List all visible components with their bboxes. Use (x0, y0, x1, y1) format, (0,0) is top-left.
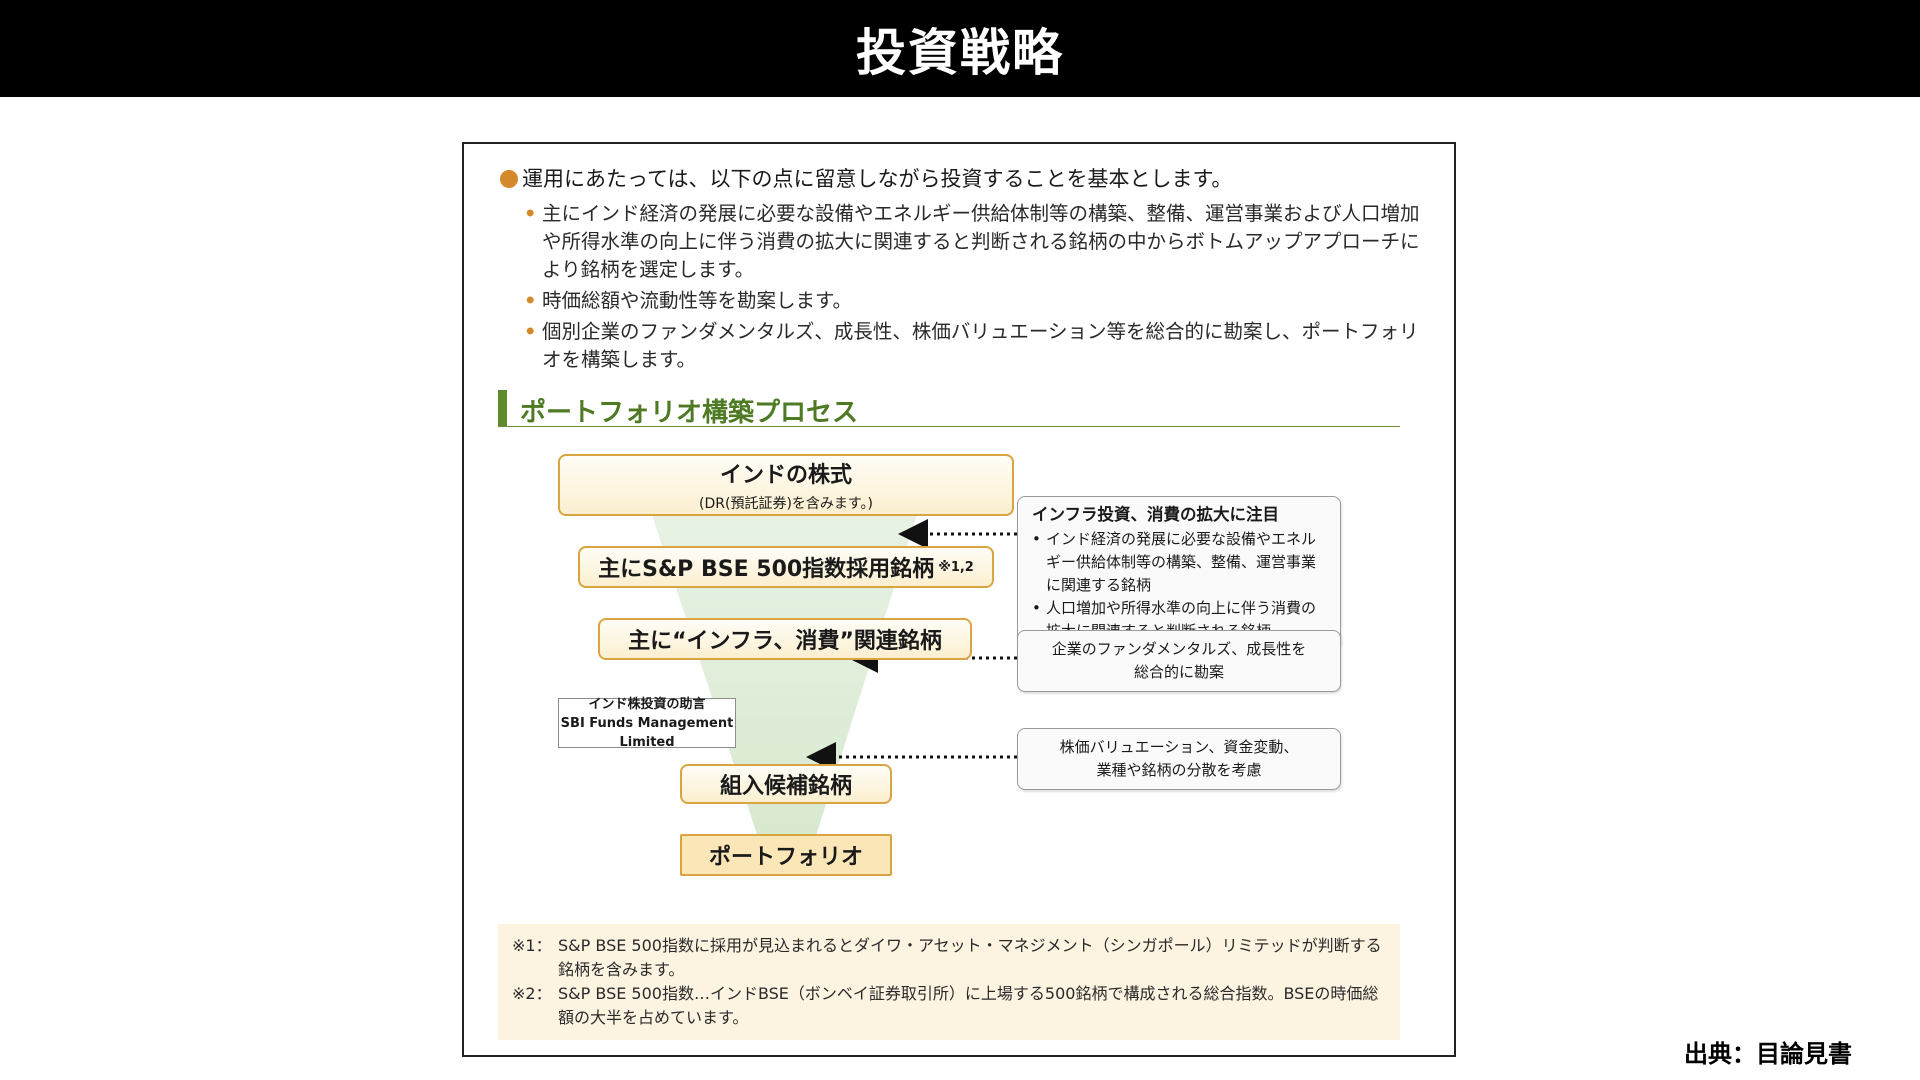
step-subtitle: (DR(預託証券)を含みます。) (699, 496, 873, 512)
bullet-icon: • (524, 202, 537, 225)
footnote-text: S&P BSE 500指数…インドBSE（ボンベイ証券取引所）に上場する500銘… (558, 984, 1379, 1027)
section-marker-icon (498, 390, 507, 426)
footnote-row: ※1： S&P BSE 500指数に採用が見込まれるとダイワ・アセット・マネジメ… (512, 934, 1386, 982)
criteria-line: 企業のファンダメンタルズ、成長性を (1051, 640, 1307, 658)
section-heading: ポートフォリオ構築プロセス (498, 390, 1400, 428)
criteria-box-fundamentals: 企業のファンダメンタルズ、成長性を 総合的に勘案 (1017, 630, 1341, 692)
strategy-bullet-list: •主にインド経済の発展に必要な設備やエネルギー供給体制等の構築、整備、運営事業お… (524, 200, 1422, 377)
criteria-line: 総合的に勘案 (1133, 663, 1224, 681)
title-bar: 投資戦略 (0, 0, 1920, 97)
footnote-row: ※2： S&P BSE 500指数…インドBSE（ボンベイ証券取引所）に上場する… (512, 982, 1386, 1030)
step-infra-consumption: 主に“インフラ、消費”関連銘柄 (598, 618, 972, 660)
criteria-line: 業種や銘柄の分散を考慮 (1096, 761, 1262, 779)
section-title: ポートフォリオ構築プロセス (520, 398, 859, 428)
footnote-text: S&P BSE 500指数に採用が見込まれるとダイワ・アセット・マネジメント（シ… (558, 936, 1382, 979)
criteria-box-valuation: 株価バリュエーション、資金変動、 業種や銘柄の分散を考慮 (1017, 728, 1341, 790)
portfolio-process-diagram: インドの株式 (DR(預託証券)を含みます。) 主にS&P BSE 500指数採… (464, 434, 1458, 894)
funnel-shape (632, 454, 936, 874)
step-candidates: 組入候補銘柄 (680, 764, 892, 804)
footnote-mark: ※1： (512, 936, 552, 955)
criteria-box-infra: インフラ投資、消費の拡大に注目 インド経済の発展に必要な設備やエネルギー供給体制… (1017, 496, 1341, 650)
step-title: 主にS&P BSE 500指数採用銘柄 (598, 557, 935, 582)
list-item: •個別企業のファンダメンタルズ、成長性、株価バリュエーション等を総合的に勘案し、… (524, 318, 1422, 374)
footnotes: ※1： S&P BSE 500指数に採用が見込まれるとダイワ・アセット・マネジメ… (498, 924, 1400, 1040)
criteria-list: インド経済の発展に必要な設備やエネルギー供給体制等の構築、整備、運営事業に関連す… (1032, 528, 1326, 643)
criteria-title: インフラ投資、消費の拡大に注目 (1032, 505, 1280, 524)
footnote-mark: ※1,2 (938, 559, 974, 575)
footnote-mark: ※2： (512, 984, 552, 1003)
page-title: 投資戦略 (856, 23, 1064, 82)
lead-text: 運用にあたっては、以下の点に留意しながら投資することを基本とします。 (522, 167, 1233, 191)
step-title: 組入候補銘柄 (719, 774, 852, 799)
step-portfolio: ポートフォリオ (680, 834, 892, 876)
document-panel: 運用にあたっては、以下の点に留意しながら投資することを基本とします。 •主にイン… (462, 142, 1456, 1057)
step-title: ポートフォリオ (708, 845, 863, 870)
step-title: インドの株式 (719, 463, 852, 488)
advisor-name: SBI Funds Management Limited (560, 715, 734, 750)
bullet-text: 時価総額や流動性等を勘案します。 (542, 289, 853, 312)
advisor-label: インド株投資の助言 (588, 696, 706, 712)
bullet-text: 個別企業のファンダメンタルズ、成長性、株価バリュエーション等を総合的に勘案し、ポ… (542, 320, 1419, 371)
step-bse500-constituents: 主にS&P BSE 500指数採用銘柄※1,2 (578, 546, 994, 588)
list-item: インド経済の発展に必要な設備やエネルギー供給体制等の構築、整備、運営事業に関連す… (1032, 528, 1326, 597)
step-indian-equities: インドの株式 (DR(預託証券)を含みます。) (558, 454, 1014, 516)
criteria-line: 株価バリュエーション、資金変動、 (1059, 738, 1299, 756)
step-title: 主に“インフラ、消費”関連銘柄 (628, 629, 942, 654)
orange-dot-icon (500, 170, 518, 188)
list-item: •時価総額や流動性等を勘案します。 (524, 287, 1422, 315)
bullet-icon: • (524, 289, 537, 312)
bullet-icon: • (524, 320, 537, 343)
lead-statement: 運用にあたっては、以下の点に留意しながら投資することを基本とします。 (500, 164, 1430, 194)
bullet-text: 主にインド経済の発展に必要な設備やエネルギー供給体制等の構築、整備、運営事業およ… (542, 202, 1420, 281)
list-item: •主にインド経済の発展に必要な設備やエネルギー供給体制等の構築、整備、運営事業お… (524, 200, 1422, 284)
advisor-box: インド株投資の助言 SBI Funds Management Limited (558, 696, 736, 750)
source-citation: 出典：目論見書 (1684, 1040, 1852, 1068)
